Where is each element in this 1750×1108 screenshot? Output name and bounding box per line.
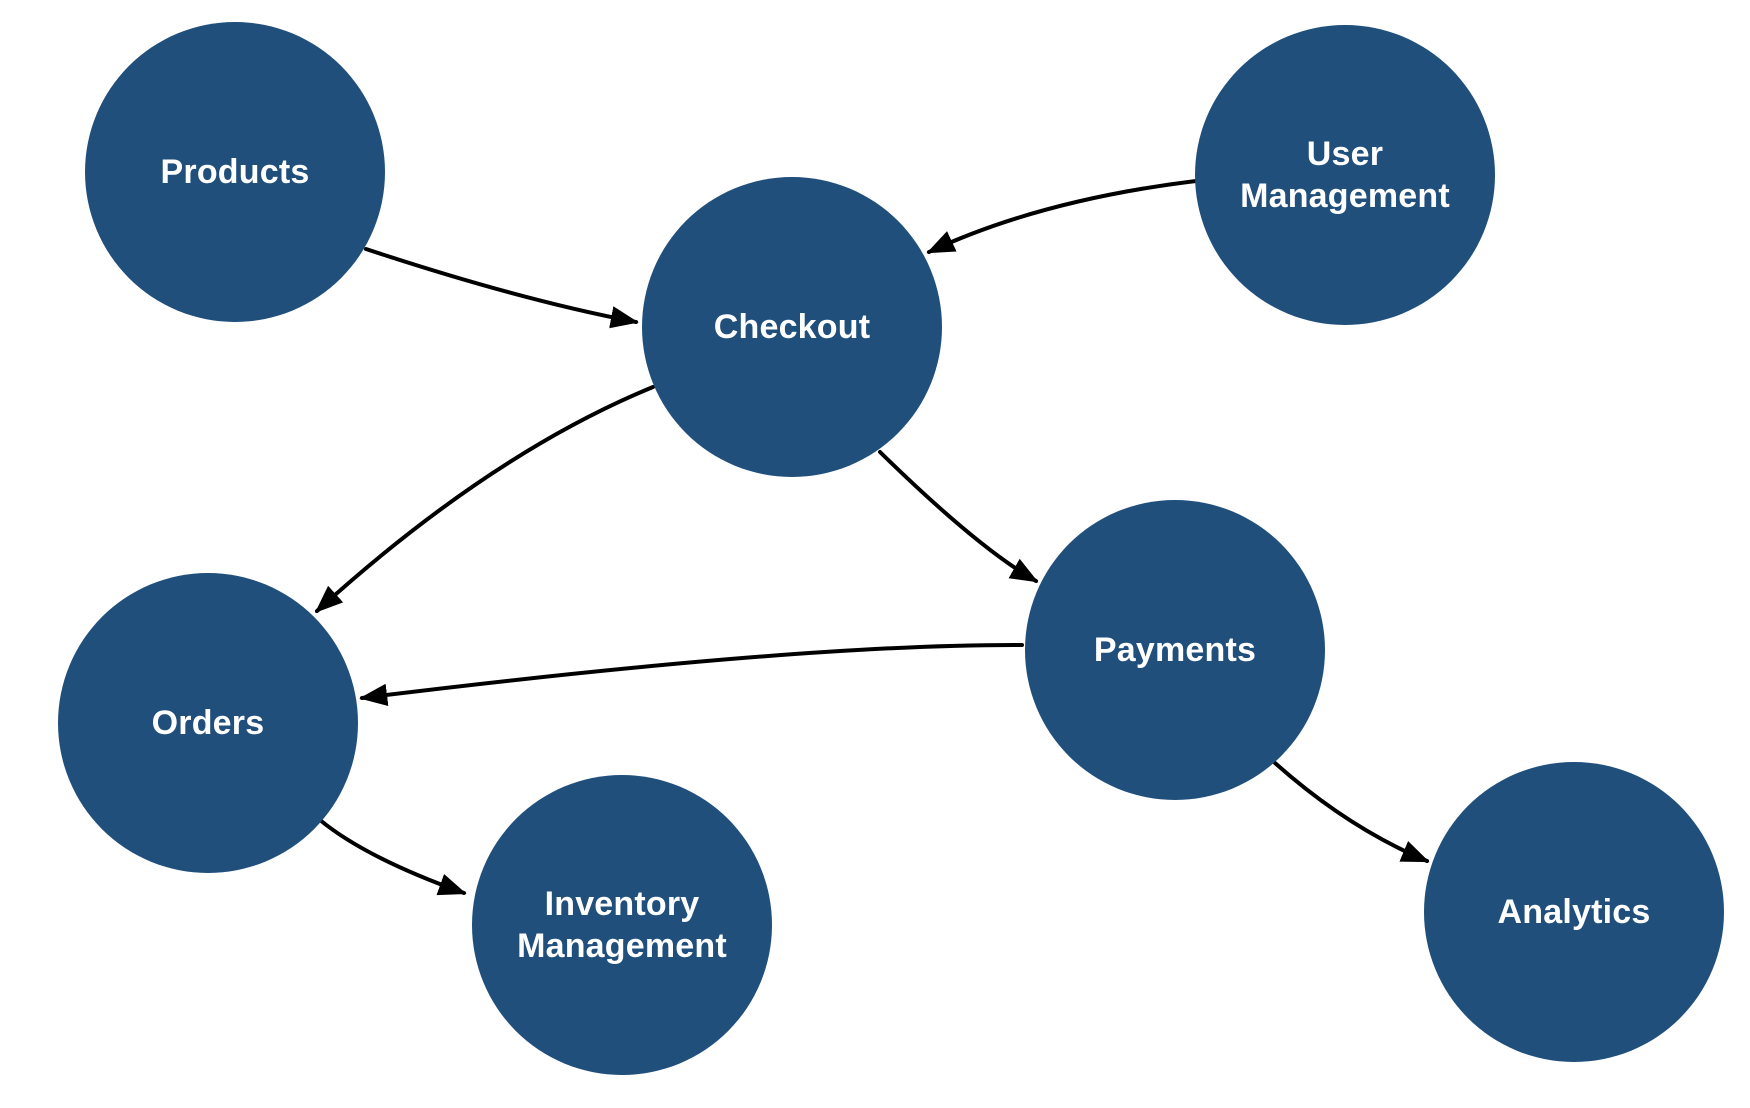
node-analytics[interactable]: Analytics <box>1424 762 1724 1062</box>
node-label: Inventory Management <box>517 884 727 966</box>
node-label: Payments <box>1093 630 1257 669</box>
node-label: Products <box>160 152 310 191</box>
edge-checkout-to-orders <box>314 385 655 613</box>
node-orders[interactable]: Orders <box>58 573 358 873</box>
edge-products-to-checkout <box>364 247 639 329</box>
node-label: Checkout <box>713 307 871 346</box>
node-label: User Management <box>1240 134 1450 216</box>
node-payments[interactable]: Payments <box>1025 500 1325 800</box>
edge-orders-to-inventory-management <box>318 818 467 896</box>
node-label: Analytics <box>1497 892 1651 931</box>
node-label: Orders <box>151 703 265 742</box>
node-user-management[interactable]: User Management <box>1195 25 1495 325</box>
node-products[interactable]: Products <box>85 22 385 322</box>
edge-checkout-to-payments <box>878 450 1039 583</box>
edge-payments-to-analytics <box>1273 761 1430 863</box>
node-inventory-management[interactable]: Inventory Management <box>472 775 772 1075</box>
edge-payments-to-orders <box>359 642 1024 707</box>
node-checkout[interactable]: Checkout <box>642 177 942 477</box>
edge-user-management-to-checkout <box>926 179 1198 254</box>
